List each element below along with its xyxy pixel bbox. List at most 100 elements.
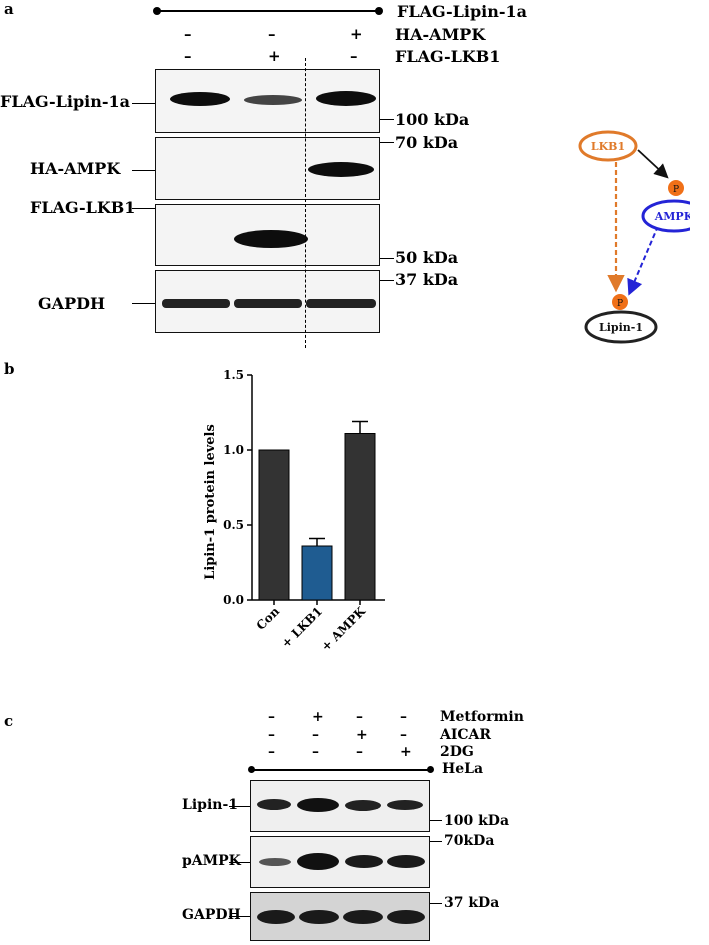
lipin-node-label: Lipin-1 (599, 321, 643, 334)
blot-gapdh-a (155, 270, 380, 333)
panel-b-letter: b (4, 360, 15, 378)
treatment-sign: – (312, 727, 319, 743)
mw-tick (380, 142, 394, 143)
band (234, 299, 302, 308)
arrow-lkb1-ampk (637, 149, 669, 179)
mw-tick (380, 119, 394, 120)
band (387, 855, 425, 868)
blot-gapdh-c (250, 892, 430, 941)
mw-c-70: 70kDa (444, 833, 495, 849)
treatment-sign: – (268, 744, 275, 760)
sign-a1-2: – (268, 25, 276, 43)
band (387, 910, 425, 924)
blot-label-pampk: pAMPK (182, 853, 241, 869)
blot-flag-lkb1 (155, 204, 380, 266)
treatment-sign: – (268, 709, 275, 725)
panel-c-letter: c (4, 712, 14, 730)
treatment-label-metformin: Metformin (440, 709, 524, 725)
row-label-ha-ampk: HA-AMPK (395, 25, 486, 44)
blot-label-flag-lkb1: FLAG-LKB1 (30, 198, 136, 217)
band (343, 910, 383, 924)
sign-a1-3: + (350, 25, 363, 43)
treatment-sign: – (268, 727, 275, 743)
band (257, 910, 295, 924)
mw-tick (380, 258, 394, 259)
blot-flag-lipin (155, 69, 380, 133)
mw-c-100: 100 kDa (444, 813, 510, 829)
sign-a2-2: + (268, 47, 281, 65)
label-tick (229, 806, 250, 807)
band (297, 853, 339, 870)
blot-lipin-c (250, 780, 430, 832)
sign-a2-1: – (184, 47, 192, 65)
band (257, 799, 291, 810)
y-tick-label: 0.0 (223, 593, 244, 607)
band (234, 230, 308, 248)
label-tick (132, 208, 155, 209)
y-tick-label: 1.0 (223, 443, 244, 457)
blot-label-gapdh-a: GAPDH (38, 294, 106, 313)
group-label: FLAG-Lipin-1a (397, 2, 527, 21)
label-tick (132, 303, 155, 304)
sign-a1-1: – (184, 25, 192, 43)
y-axis-label: Lipin-1 protein levels (203, 424, 218, 580)
band (299, 910, 339, 924)
band (308, 162, 374, 177)
sign-a2-3: – (350, 47, 358, 65)
blot-label-ha-ampk: HA-AMPK (30, 159, 121, 178)
phospho-icon (668, 180, 684, 196)
lkb1-node-label: LKB1 (591, 140, 625, 153)
band (345, 800, 381, 811)
bar (258, 449, 290, 601)
band (345, 855, 383, 868)
group-line-dot-left (153, 7, 161, 15)
treatment-sign: – (356, 709, 363, 725)
band (170, 92, 230, 106)
mw-100: 100 kDa (395, 110, 470, 129)
mw-70: 70 kDa (395, 133, 459, 152)
blot-label-gapdh-c: GAPDH (182, 907, 241, 923)
bar (301, 545, 333, 601)
panel-a-letter: a (4, 0, 14, 18)
y-tick-label: 1.5 (223, 368, 244, 382)
pathway-diagram: LKB1 P AMPK P Lipin-1 (578, 130, 690, 344)
row-label-flag-lkb1: FLAG-LKB1 (395, 47, 501, 66)
bar (344, 433, 376, 601)
blot-pampk (250, 836, 430, 888)
label-tick (132, 103, 155, 104)
lkb1-node (578, 130, 638, 162)
treatment-sign: – (400, 727, 407, 743)
y-tick-label: 0.5 (223, 518, 244, 532)
treatment-sign: + (400, 744, 412, 760)
group-line (157, 10, 379, 12)
phospho-label: P (617, 299, 623, 309)
band (244, 95, 302, 105)
label-tick (229, 862, 250, 863)
mw-tick (430, 903, 442, 904)
ampk-node-label: AMPK (654, 210, 690, 223)
band (259, 858, 291, 866)
band (306, 299, 376, 308)
mw-c-37: 37 kDa (444, 895, 500, 911)
cell-line-label: HeLa (442, 761, 484, 777)
blot-label-flag-lipin: FLAG-Lipin-1a (0, 92, 130, 111)
band (316, 91, 376, 106)
label-tick (132, 170, 155, 171)
treatment-label-2dg: 2DG (440, 744, 474, 760)
mw-50: 50 kDa (395, 248, 459, 267)
blot-ha-ampk (155, 137, 380, 200)
phospho-label: P (673, 185, 679, 195)
treatment-sign: + (312, 709, 324, 725)
mw-tick (430, 841, 442, 842)
treatment-sign: – (312, 744, 319, 760)
group-line (252, 769, 430, 771)
group-line-dot-right (375, 7, 383, 15)
treatment-sign: – (356, 744, 363, 760)
treatment-label-aicar: AICAR (440, 727, 492, 743)
x-tick-label: + AMPK (318, 604, 368, 650)
treatment-sign: – (400, 709, 407, 725)
lipin-node (584, 310, 658, 344)
ampk-node (641, 199, 690, 233)
group-line-dot-left (248, 766, 255, 773)
treatment-sign: + (356, 727, 368, 743)
